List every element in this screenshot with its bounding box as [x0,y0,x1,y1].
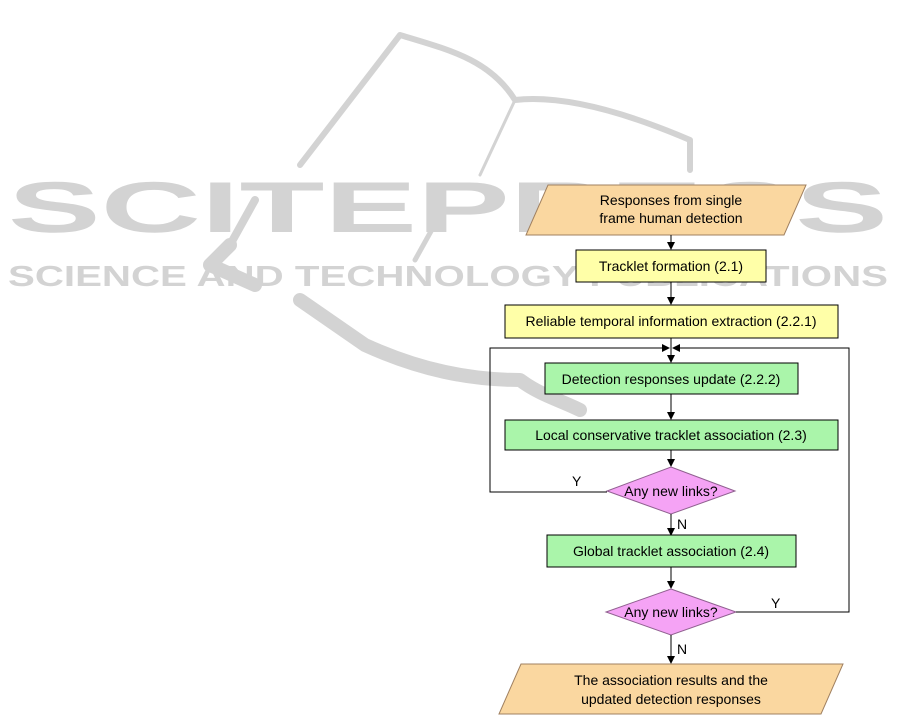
node-decision1: Any new links? [605,466,737,515]
decision2-yes-label: Y [771,595,781,611]
node-reliable-extraction: Reliable temporal information extraction… [504,304,839,339]
watermark-book-mid-stroke [412,212,443,263]
watermark-book-lower [203,238,587,417]
node-reliable-extraction-label: Reliable temporal information extraction… [525,313,816,329]
node-global-association: Global tracklet association (2.4) [546,534,797,568]
node-input: Responses from single frame human detect… [525,184,807,236]
node-detection-update: Detection responses update (2.2.2) [544,362,799,395]
decision2-no-label: N [677,641,687,657]
node-tracklet-formation: Tracklet formation (2.1) [575,249,767,283]
node-input-line2: frame human detection [599,210,742,226]
watermark-book-spine [478,98,517,177]
decision1-yes-label: Y [572,473,582,489]
node-tracklet-formation-label: Tracklet formation (2.1) [599,258,743,274]
node-input-line1: Responses from single [600,192,743,208]
node-decision2: Any new links? [604,588,738,636]
node-output: The association results and the updated … [498,663,844,715]
node-local-association: Local conservative tracklet association … [504,419,839,451]
edge-decision2-yes-loop [672,344,850,613]
decision1-no-label: N [677,516,687,532]
node-output-line2: updated detection responses [581,691,761,707]
node-detection-update-label: Detection responses update (2.2.2) [562,371,781,387]
node-decision2-label: Any new links? [624,604,718,620]
node-decision1-label: Any new links? [624,483,718,499]
watermark-book-left-stroke [226,196,259,249]
node-local-association-label: Local conservative tracklet association … [535,427,807,443]
node-global-association-label: Global tracklet association (2.4) [573,543,769,559]
node-output-line1: The association results and the [574,672,768,688]
edge-decision1-yes-loop [489,344,670,493]
